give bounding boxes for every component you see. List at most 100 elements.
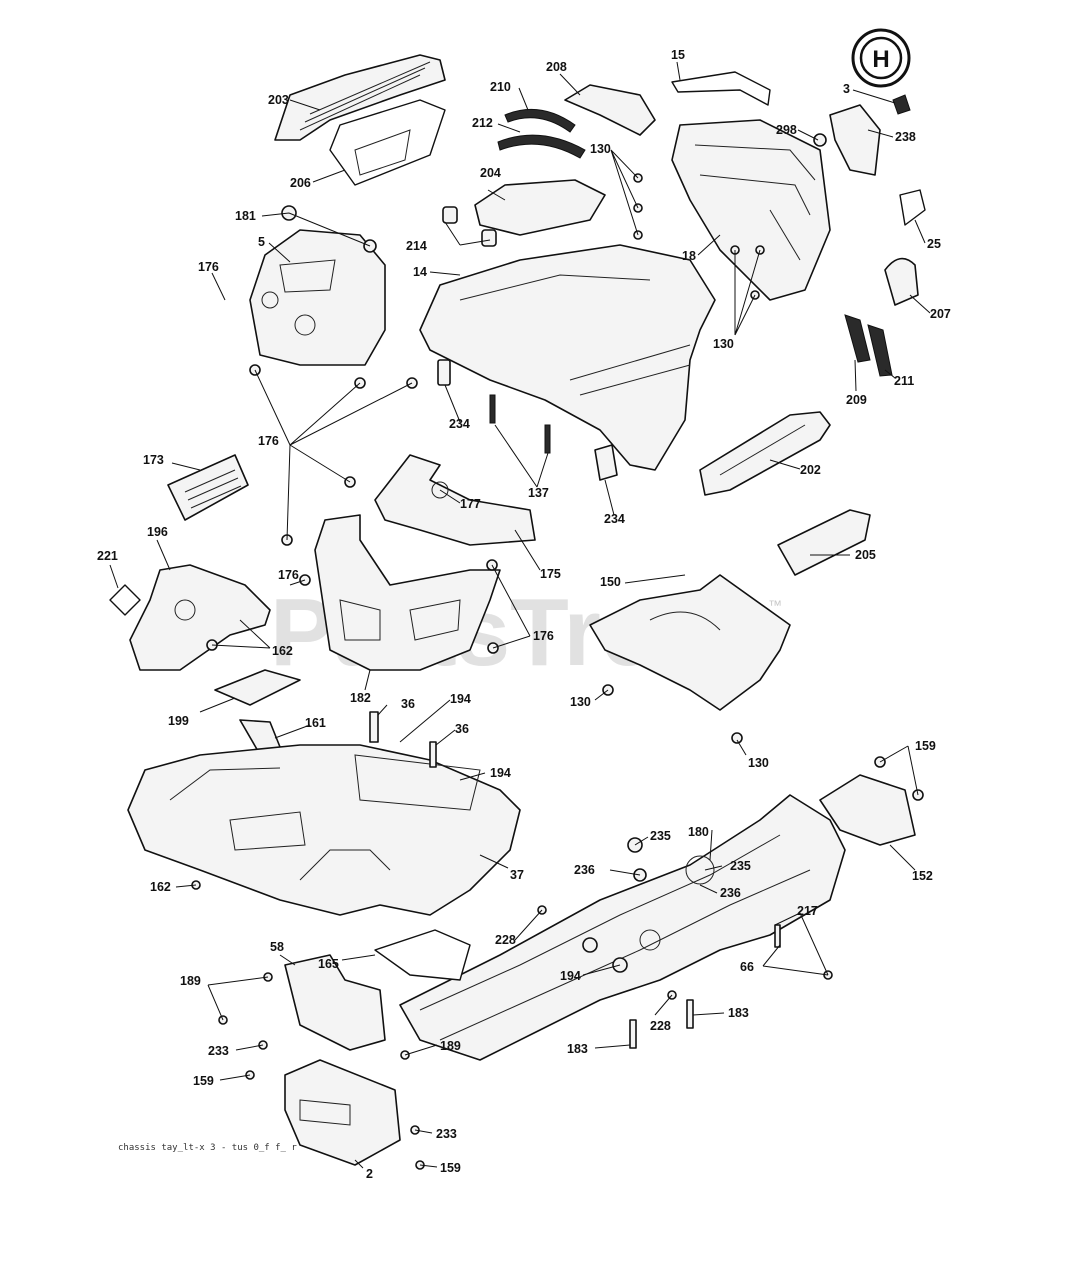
callout-label: 25 xyxy=(927,237,941,251)
part-37-footrest-platform xyxy=(127,744,521,916)
callout-label: 209 xyxy=(846,393,867,407)
callout-label: 236 xyxy=(574,863,595,877)
callout-label: 165 xyxy=(318,957,339,971)
callout-label: 14 xyxy=(413,265,427,279)
callout-label: 175 xyxy=(540,567,561,581)
callout-label: 181 xyxy=(235,209,256,223)
part-150-mounting xyxy=(589,574,791,711)
callout-label: 208 xyxy=(546,60,567,74)
part-58-bracket xyxy=(284,954,386,1051)
part-206-dash-bracket xyxy=(329,99,446,186)
callout-label: 189 xyxy=(180,974,201,988)
callout-label: 180 xyxy=(688,825,709,839)
part-199-plate xyxy=(214,669,301,706)
part-165-plate xyxy=(374,929,471,981)
callout-label: 66 xyxy=(740,960,754,974)
callout-label: 235 xyxy=(650,829,671,843)
callout-label: 238 xyxy=(895,130,916,144)
part-152-front-bracket xyxy=(819,774,916,846)
part-25-clip xyxy=(899,189,926,226)
callout-label: 206 xyxy=(290,176,311,190)
callout-label: 177 xyxy=(460,497,481,511)
part-209-211-lenses xyxy=(844,314,893,377)
part-202-bumper xyxy=(699,411,831,496)
callout-label: 189 xyxy=(440,1039,461,1053)
callout-label: 204 xyxy=(480,166,501,180)
part-196-console xyxy=(129,564,271,671)
callout-label: 173 xyxy=(143,453,164,467)
callout-label: 233 xyxy=(436,1127,457,1141)
callout-label: 221 xyxy=(97,549,118,563)
callout-label: 194 xyxy=(450,692,471,706)
callout-label: 176 xyxy=(258,434,279,448)
callout-label: 2 xyxy=(366,1167,373,1181)
callout-label: 207 xyxy=(930,307,951,321)
part-234-strips xyxy=(437,359,618,481)
callout-label: 176 xyxy=(278,568,299,582)
callout-label: 36 xyxy=(455,722,469,736)
callout-label: 176 xyxy=(533,629,554,643)
callout-label: 15 xyxy=(671,48,685,62)
callout-label: 152 xyxy=(912,869,933,883)
callout-label: 159 xyxy=(193,1074,214,1088)
part-212-grille xyxy=(497,134,586,159)
callout-label: 194 xyxy=(490,766,511,780)
part-18-front-shroud xyxy=(671,119,831,301)
callout-label: 5 xyxy=(258,235,265,249)
part-137-strips xyxy=(489,394,551,454)
husqvarna-crown-logo: H xyxy=(851,28,911,88)
callout-label: 150 xyxy=(600,575,621,589)
callout-label: 199 xyxy=(168,714,189,728)
part-238-side-panel xyxy=(829,104,881,176)
callout-label: 233 xyxy=(208,1044,229,1058)
part-205-panel xyxy=(777,509,871,576)
callout-label: 18 xyxy=(682,249,696,263)
callout-label: 162 xyxy=(150,880,171,894)
callout-label: 298 xyxy=(776,123,797,137)
callout-label: 211 xyxy=(894,374,914,388)
part-208-vent-cover xyxy=(564,84,656,136)
callout-label: 203 xyxy=(268,93,289,107)
part-5-dash xyxy=(249,229,386,366)
callout-label: 36 xyxy=(401,697,415,711)
callout-label: 137 xyxy=(528,486,549,500)
callout-labels: 203 206 210 212 208 15 3 298 238 130 204… xyxy=(97,48,951,1181)
callout-label: 234 xyxy=(604,512,625,526)
part-210-grille xyxy=(504,108,576,133)
callout-label: 214 xyxy=(406,239,427,253)
callout-label: 3 xyxy=(843,82,850,96)
callout-label: 210 xyxy=(490,80,511,94)
part-173-grille xyxy=(167,454,249,521)
callout-label: 228 xyxy=(495,933,516,947)
callout-label: 182 xyxy=(350,691,371,705)
callout-label: 205 xyxy=(855,548,876,562)
part-15-trim xyxy=(671,71,771,106)
callout-label: 183 xyxy=(567,1042,588,1056)
callout-label: 234 xyxy=(449,417,470,431)
part-204-cover xyxy=(474,179,606,236)
part-207-headlight xyxy=(884,257,919,306)
part-14-hood xyxy=(419,244,716,471)
callout-label: 162 xyxy=(272,644,293,658)
callout-label: 58 xyxy=(270,940,284,954)
drawing-caption: chassis tay_lt-x 3 - tus 0_f f_ r xyxy=(118,1143,297,1153)
callout-label: 37 xyxy=(510,868,524,882)
callout-label: 130 xyxy=(590,142,611,156)
callout-label: 130 xyxy=(748,756,769,770)
callout-label: 212 xyxy=(472,116,493,130)
callout-label: 176 xyxy=(198,260,219,274)
callout-label: 159 xyxy=(440,1161,461,1175)
callout-label: 235 xyxy=(730,859,751,873)
part-2-bracket xyxy=(284,1059,401,1166)
callout-label: 159 xyxy=(915,739,936,753)
part-221-lever xyxy=(109,584,141,616)
part-203-dash-panel xyxy=(274,54,446,141)
callout-label: 196 xyxy=(147,525,168,539)
part-180-chassis-frame xyxy=(399,794,846,1061)
watermark-trademark: ™ xyxy=(768,597,782,613)
logo-glyph: H xyxy=(872,46,889,73)
callout-label: 202 xyxy=(800,463,821,477)
callout-label: 228 xyxy=(650,1019,671,1033)
callout-label: 183 xyxy=(728,1006,749,1020)
